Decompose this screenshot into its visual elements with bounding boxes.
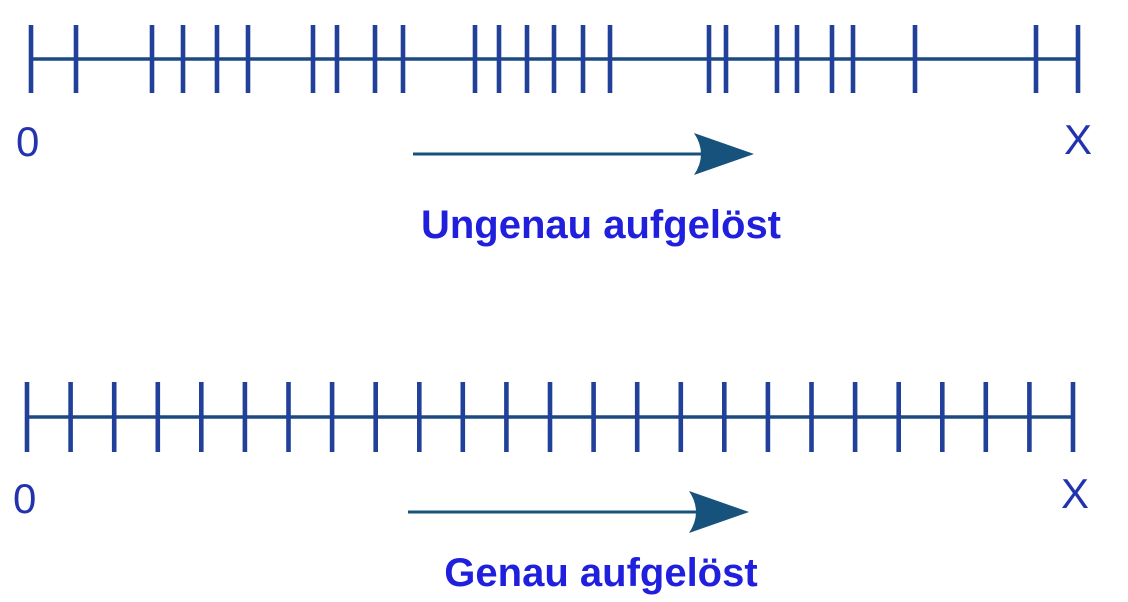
caption-fine-resolution: Genau aufgelöst — [444, 551, 758, 595]
origin-label-fine: 0 — [13, 475, 37, 522]
end-label-fine: X — [1061, 470, 1090, 517]
origin-label-coarse: 0 — [16, 118, 40, 165]
caption-coarse-resolution: Ungenau aufgelöst — [420, 203, 782, 247]
end-label-coarse: X — [1064, 116, 1093, 163]
direction-arrow-head — [694, 133, 754, 175]
direction-arrow-head — [689, 491, 749, 533]
